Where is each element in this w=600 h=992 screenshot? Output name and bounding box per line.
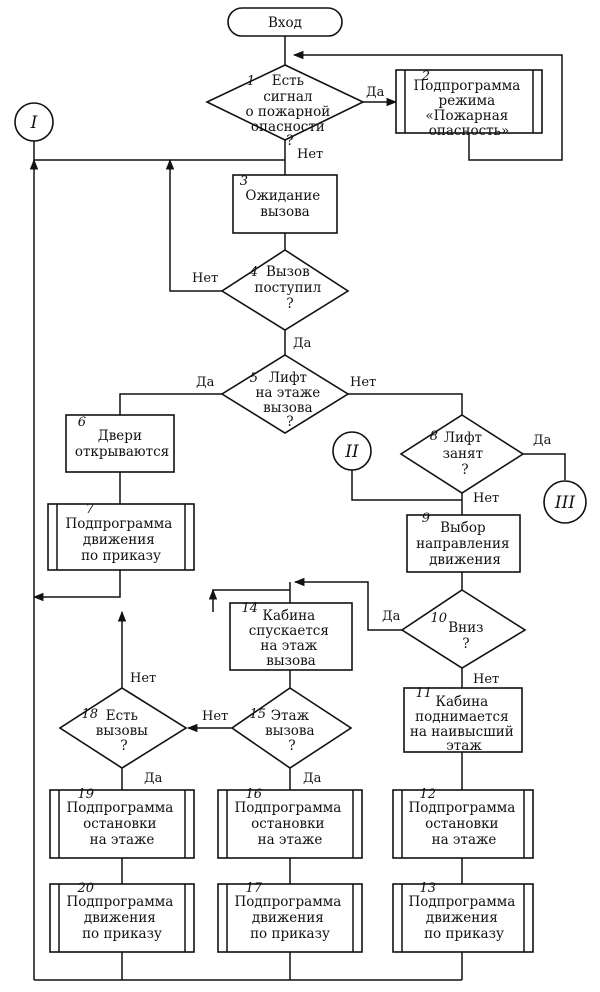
block-1-text: Есть сигнал о пожарной опасности ?: [245, 73, 334, 149]
block-3-number: 3: [240, 174, 248, 189]
decision-4-shape: [220, 249, 350, 331]
block-13-number: 13: [419, 881, 436, 896]
edge-label-18-yes: Да: [144, 771, 163, 786]
decision-5-shape: [220, 354, 350, 434]
connector-III: III: [543, 480, 587, 524]
edge-label-5-no: Нет: [350, 375, 376, 390]
subroutine-19-shape: [49, 789, 195, 859]
line-5-to-8: [348, 393, 463, 415]
edge-label-10-yes: Да: [382, 609, 401, 624]
block-16-text: Подпрограмма остановки на этаже: [234, 800, 345, 848]
block-5-number: 5: [250, 371, 258, 386]
block-7-number: 7: [86, 502, 95, 517]
block-14-text: Кабина спускается на этаж вызова: [249, 608, 333, 669]
subroutine-20-shape: [49, 883, 195, 953]
block-11-text: Кабина поднимается на наивысший этаж: [410, 694, 518, 754]
block-9-number: 9: [422, 511, 430, 526]
connector-II: II: [332, 431, 372, 471]
block-14-number: 14: [241, 601, 258, 616]
block-15-text: Этаж вызова ?: [265, 708, 319, 754]
line-7-to-bus: [32, 570, 121, 602]
block-20-text: Подпрограмма движения по приказу: [66, 894, 177, 942]
block-19-number: 19: [77, 787, 94, 802]
process-9-shape: [406, 514, 521, 573]
edge-label-8-yes: Да: [533, 433, 552, 448]
process-3-shape: [232, 174, 338, 234]
connector-I-label: I: [30, 113, 38, 133]
start-terminal: Вход: [227, 7, 343, 37]
edge-label-1-yes: Да: [366, 85, 385, 100]
block-12-number: 12: [419, 787, 436, 802]
block-8-text: Лифт занят ?: [443, 430, 488, 478]
block-4-number: 4: [249, 265, 258, 280]
decision-1-shape: [205, 64, 365, 141]
decision-8-shape: [399, 414, 525, 494]
subroutine-17-shape: [217, 883, 363, 953]
block-7-text: Подпрограмма движения по приказу: [65, 516, 176, 564]
block-8-number: 8: [430, 429, 438, 444]
edge-label-10-no: Нет: [473, 672, 499, 687]
block-1-number: 1: [247, 74, 255, 89]
block-10-number: 10: [430, 611, 447, 626]
edge-label-18-no: Нет: [130, 671, 156, 686]
connector-III-label: III: [554, 493, 575, 513]
decision-15-shape: [230, 687, 353, 769]
block-9-text: Выбор направления движения: [416, 520, 514, 568]
block-2-number: 2: [421, 69, 430, 84]
edge-label-5-yes: Да: [196, 375, 215, 390]
block-11-number: 11: [415, 686, 432, 701]
line-II-to-9: [351, 470, 462, 501]
block-12-text: Подпрограмма остановки на этаже: [408, 800, 519, 848]
block-20-number: 20: [76, 881, 94, 896]
line-2-loop: [292, 50, 563, 161]
connector-II-label: II: [344, 442, 359, 462]
block-5-text: Лифт на этаже вызова ?: [255, 370, 324, 430]
block-6-text: Двери открываются: [75, 428, 169, 460]
edge-label-4-yes: Да: [293, 336, 312, 351]
process-14-shape: [229, 602, 353, 671]
edge-label-4-no: Нет: [192, 271, 218, 286]
subroutine-16-shape: [217, 789, 363, 859]
subroutine-7-shape: [47, 503, 195, 571]
block-19-text: Подпрограмма остановки на этаже: [66, 800, 177, 848]
line-8-to-III: [523, 453, 566, 480]
process-6-shape: [65, 414, 175, 473]
edge-label-1-no: Нет: [297, 147, 323, 162]
line-4-no-loop: [165, 158, 222, 292]
block-6-number: 6: [78, 415, 86, 430]
line-5-to-6: [119, 393, 222, 415]
block-18-text: Есть вызовы ?: [96, 708, 152, 754]
block-10-text: Вниз ?: [448, 620, 488, 652]
block-16-number: 16: [245, 787, 262, 802]
block-2-text: Подпрограмма режима «Пожарная опасность»: [413, 78, 524, 139]
decision-18-shape: [58, 687, 188, 769]
decision-10-shape: [400, 589, 527, 669]
block-18-number: 18: [81, 707, 98, 722]
edge-label-8-no: Нет: [473, 491, 499, 506]
edge-label-15-no: Нет: [202, 709, 228, 724]
start-label: Вход: [268, 15, 302, 31]
subroutine-13-shape: [392, 883, 534, 953]
subroutine-12-shape: [392, 789, 534, 859]
block-3-text: Ожидание вызова: [245, 188, 324, 220]
edge-label-15-yes: Да: [303, 771, 322, 786]
flow-lines: [29, 36, 566, 981]
line-10-to-14: [293, 577, 402, 631]
subroutine-2-shape: [395, 69, 543, 134]
connector-I: I: [14, 102, 54, 142]
block-13-text: Подпрограмма движения по приказу: [408, 894, 519, 942]
process-11-shape: [403, 687, 523, 753]
block-4-text: Вызов поступил ?: [255, 264, 326, 312]
block-17-number: 17: [245, 881, 262, 896]
block-15-number: 15: [249, 707, 266, 722]
block-17-text: Подпрограмма движения по приказу: [234, 894, 345, 942]
